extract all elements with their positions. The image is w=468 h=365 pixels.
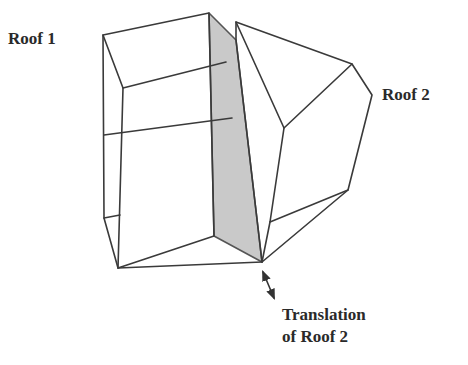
translation-arrow: [263, 272, 274, 298]
roof-1-outline: [103, 13, 214, 268]
motion-label: Translation of Roof 2: [282, 304, 378, 348]
contact-face: [209, 13, 262, 262]
part-name: Roof 1: [8, 28, 88, 50]
roof-1-edge: [103, 35, 123, 268]
roof-1-edge: [118, 262, 262, 268]
roof-2-outline: [236, 22, 372, 262]
roof-1-edge: [104, 215, 120, 218]
roof-1-edge: [123, 62, 226, 88]
roof-1-edge: [104, 118, 232, 135]
roof-2-edge: [262, 128, 284, 262]
part-name: Roof 2: [382, 84, 462, 106]
roof-2-edge: [270, 190, 348, 222]
roof-2-edge: [236, 22, 352, 128]
